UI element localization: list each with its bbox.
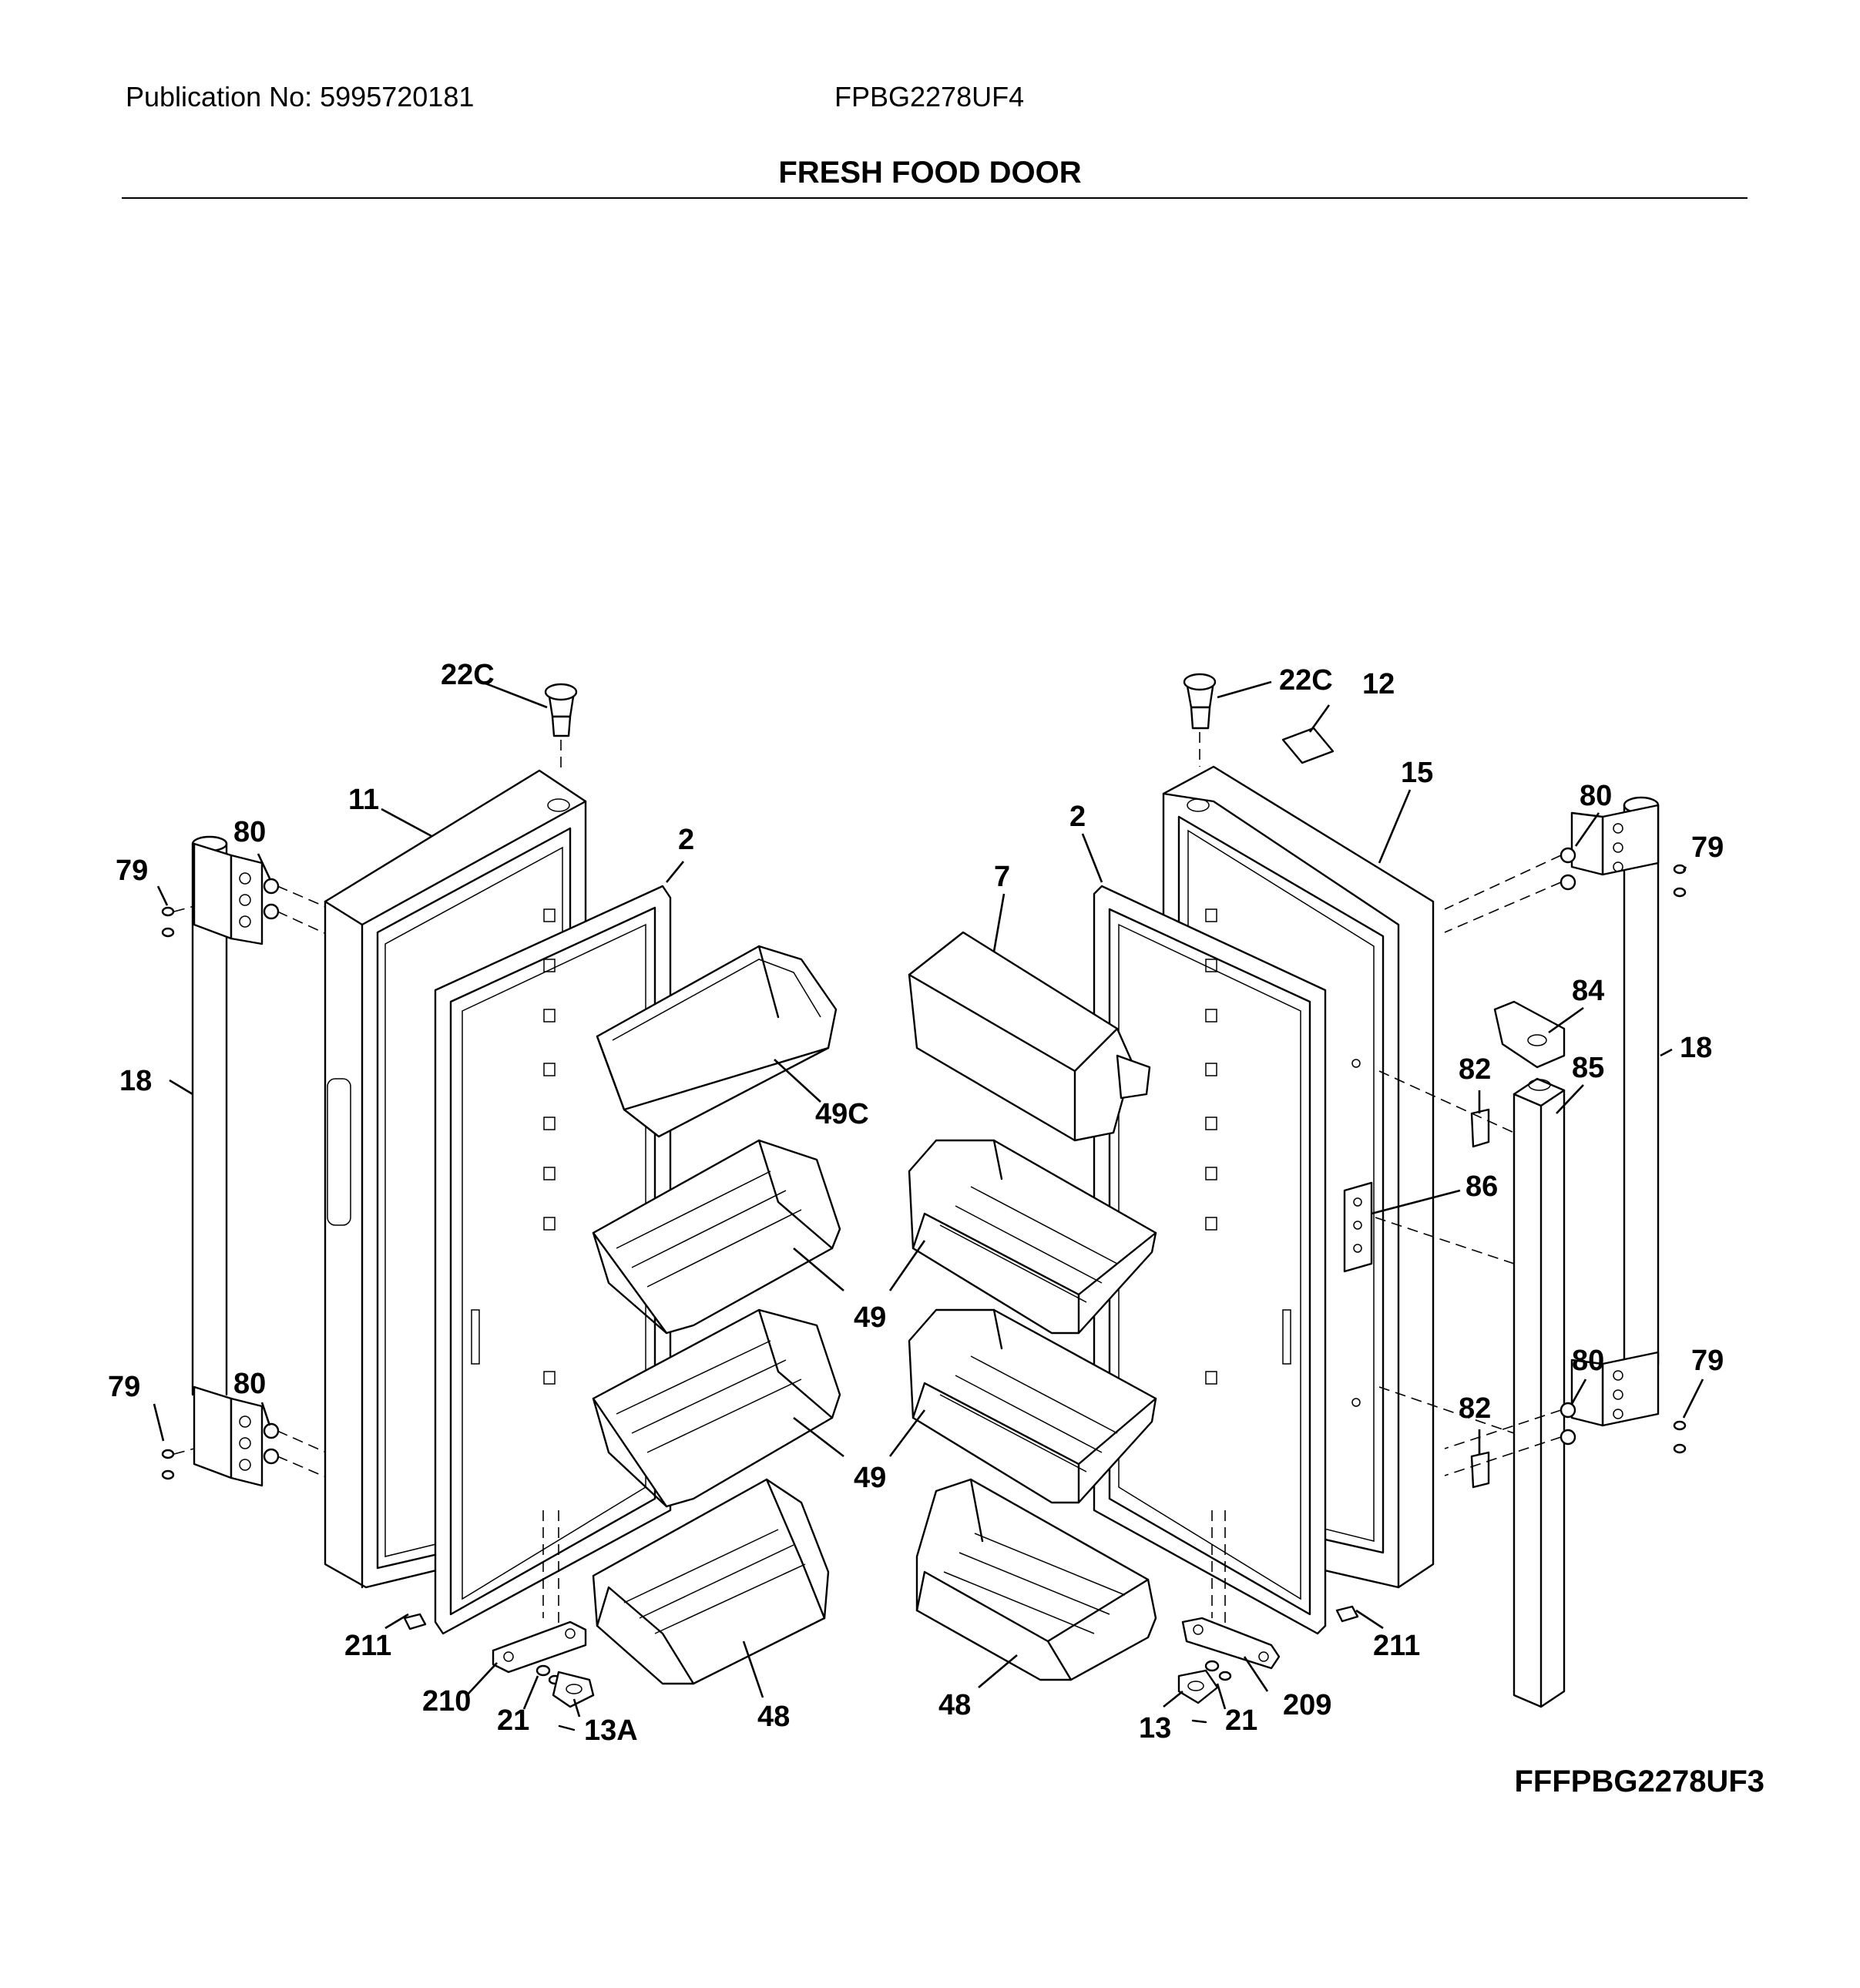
publication-number: Publication No: 5995720181: [126, 81, 475, 112]
right-door-liner: [1093, 885, 1327, 1635]
callout-86: 86: [1466, 1170, 1498, 1203]
right-door-trim: [1513, 1077, 1566, 1708]
callout-80-top-left: 80: [233, 816, 266, 848]
right-bin-49-lower: [908, 1308, 1157, 1504]
callout-15: 15: [1401, 757, 1433, 789]
right-shelf-7: [908, 931, 1151, 1142]
callout-80-bottom-right: 80: [1572, 1345, 1604, 1377]
right-bin-48: [915, 1478, 1157, 1681]
callout-48-right: 48: [938, 1689, 971, 1721]
right-bin-49-upper: [908, 1139, 1157, 1335]
model-number: FPBG2278UF4: [834, 81, 1025, 112]
callout-12: 12: [1362, 668, 1395, 700]
left-bin-49-upper: [592, 1139, 841, 1335]
callout-79-bottom-right: 79: [1691, 1345, 1724, 1377]
left-handle-fasteners: [161, 878, 332, 1480]
callout-80-top-right: 80: [1580, 780, 1612, 812]
callout-49-upper: 49: [854, 1301, 886, 1334]
left-bin-48: [592, 1478, 830, 1685]
callout-211-right: 211: [1373, 1630, 1420, 1662]
callout-210: 210: [422, 1685, 471, 1718]
left-handle: [191, 835, 264, 1487]
page-title: FRESH FOOD DOOR: [778, 156, 1082, 190]
callout-11: 11: [348, 784, 379, 816]
callout-22c-right: 22C: [1279, 664, 1333, 697]
left-bin-49c: [596, 945, 838, 1138]
right-clip-lower: [1470, 1451, 1490, 1489]
right-handle-fasteners: [1444, 847, 1687, 1476]
callout-13: 13: [1139, 1712, 1171, 1745]
callout-82-bottom: 82: [1459, 1392, 1491, 1425]
callout-2-left: 2: [678, 824, 694, 856]
right-assembly-guides: [1375, 1070, 1515, 1434]
right-trim-bracket-hole: [1527, 1034, 1547, 1046]
callout-18-left: 18: [119, 1065, 152, 1097]
diagram-code: FFFPBG2278UF3: [1514, 1765, 1764, 1798]
left-bin-49-lower: [592, 1308, 841, 1508]
callout-84: 84: [1572, 975, 1604, 1007]
leader-lines: [153, 680, 1704, 1718]
left-liner-dimples: [471, 908, 556, 1385]
callout-13a: 13A: [584, 1714, 638, 1747]
callout-48-left: 48: [757, 1701, 790, 1733]
header-divider: [122, 197, 1748, 199]
callout-22c-left: 22C: [441, 659, 495, 691]
callout-211-left: 211: [344, 1630, 391, 1662]
right-liner-dimples: [1205, 908, 1291, 1385]
right-handle: [1570, 796, 1660, 1427]
callout-49c: 49C: [815, 1098, 869, 1130]
left-bottom-hinge-parts: [403, 1510, 595, 1731]
callout-209: 209: [1283, 1689, 1331, 1721]
callout-79-top-left: 79: [116, 855, 148, 887]
callout-labels: 22C 22C 12 11 15 2 2 7 80 80 79 79 18 18…: [108, 659, 1724, 1747]
callout-79-bottom-left: 79: [108, 1371, 140, 1403]
callout-80-bottom-left: 80: [233, 1368, 266, 1400]
callout-49-lower: 49: [854, 1462, 886, 1494]
right-trim-bracket: [1493, 1000, 1566, 1069]
callout-7: 7: [994, 861, 1010, 893]
callout-21-left: 21: [497, 1704, 529, 1737]
callout-18-right: 18: [1680, 1032, 1712, 1064]
callout-82-top: 82: [1459, 1053, 1491, 1086]
right-hinge-bushing: [1183, 673, 1217, 767]
callout-79-top-right: 79: [1691, 831, 1724, 864]
right-bottom-hinge-parts: [1177, 1510, 1359, 1724]
callout-85: 85: [1572, 1052, 1604, 1084]
right-clip-upper: [1470, 1108, 1490, 1148]
callout-2-right: 2: [1069, 801, 1086, 833]
left-hinge-bushing: [544, 683, 578, 771]
callout-21-right: 21: [1225, 1704, 1257, 1737]
right-door-label: [1281, 727, 1335, 764]
